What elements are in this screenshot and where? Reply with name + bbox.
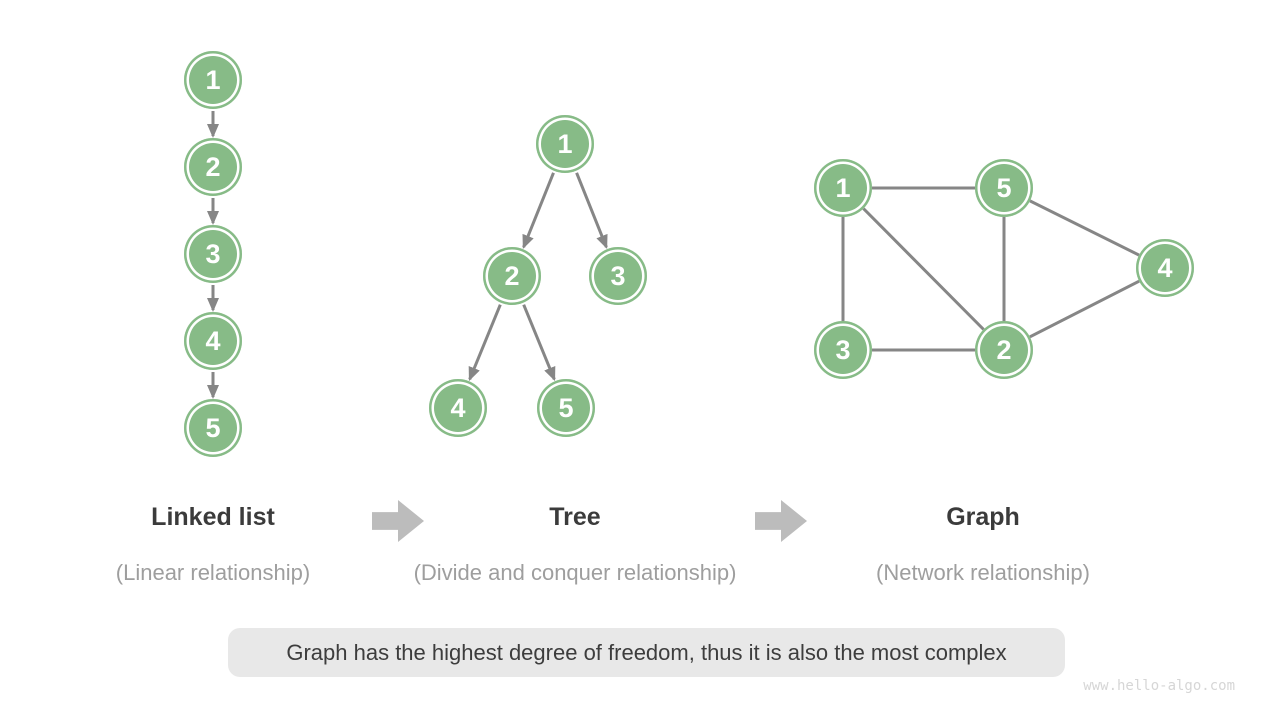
- linked-list-node-3: 3: [184, 225, 242, 283]
- graph-subheading: (Network relationship): [876, 560, 1090, 585]
- tree-edges: [468, 172, 608, 382]
- tree-edge-1-3: [575, 172, 608, 250]
- tree-node-5: 5: [537, 379, 595, 437]
- tree-edge-2-5: [522, 304, 556, 382]
- graph-node-2: 2: [975, 321, 1033, 379]
- linked-list-node-2: 2: [184, 138, 242, 196]
- tree-edge-2-4: [468, 304, 502, 382]
- graph-node-5: 5: [975, 159, 1033, 217]
- tree-node-1: 1: [536, 115, 594, 173]
- graph-node-4: 4: [1136, 239, 1194, 297]
- graph-node-1: 1: [814, 159, 872, 217]
- caption-text: Graph has the highest degree of freedom,…: [286, 639, 1007, 665]
- graph-node-3: 3: [814, 321, 872, 379]
- graph-heading: Graph: [946, 503, 1020, 531]
- tree-node-2: 2: [483, 247, 541, 305]
- tree-edge-1-2: [522, 172, 555, 250]
- tree-node-4: 4: [429, 379, 487, 437]
- graph-edge-1-2: [841, 186, 1006, 352]
- linked-list-subheading: (Linear relationship): [115, 560, 311, 585]
- linked-list-node-5: 5: [184, 399, 242, 457]
- watermark-text: www.hello-algo.com: [1083, 678, 1235, 694]
- caption-banner: Graph has the highest degree of freedom,…: [228, 628, 1065, 677]
- linked-list-node-1: 1: [184, 51, 242, 109]
- graph-edge-2-4: [1003, 266, 1166, 352]
- linked-list-node-4: 4: [184, 312, 242, 370]
- tree-heading: Tree: [549, 503, 601, 531]
- linked-list-heading: Linked list: [151, 503, 275, 531]
- tree-node-3: 3: [589, 247, 647, 305]
- tree-subheading: (Divide and conquer relationship): [413, 560, 737, 585]
